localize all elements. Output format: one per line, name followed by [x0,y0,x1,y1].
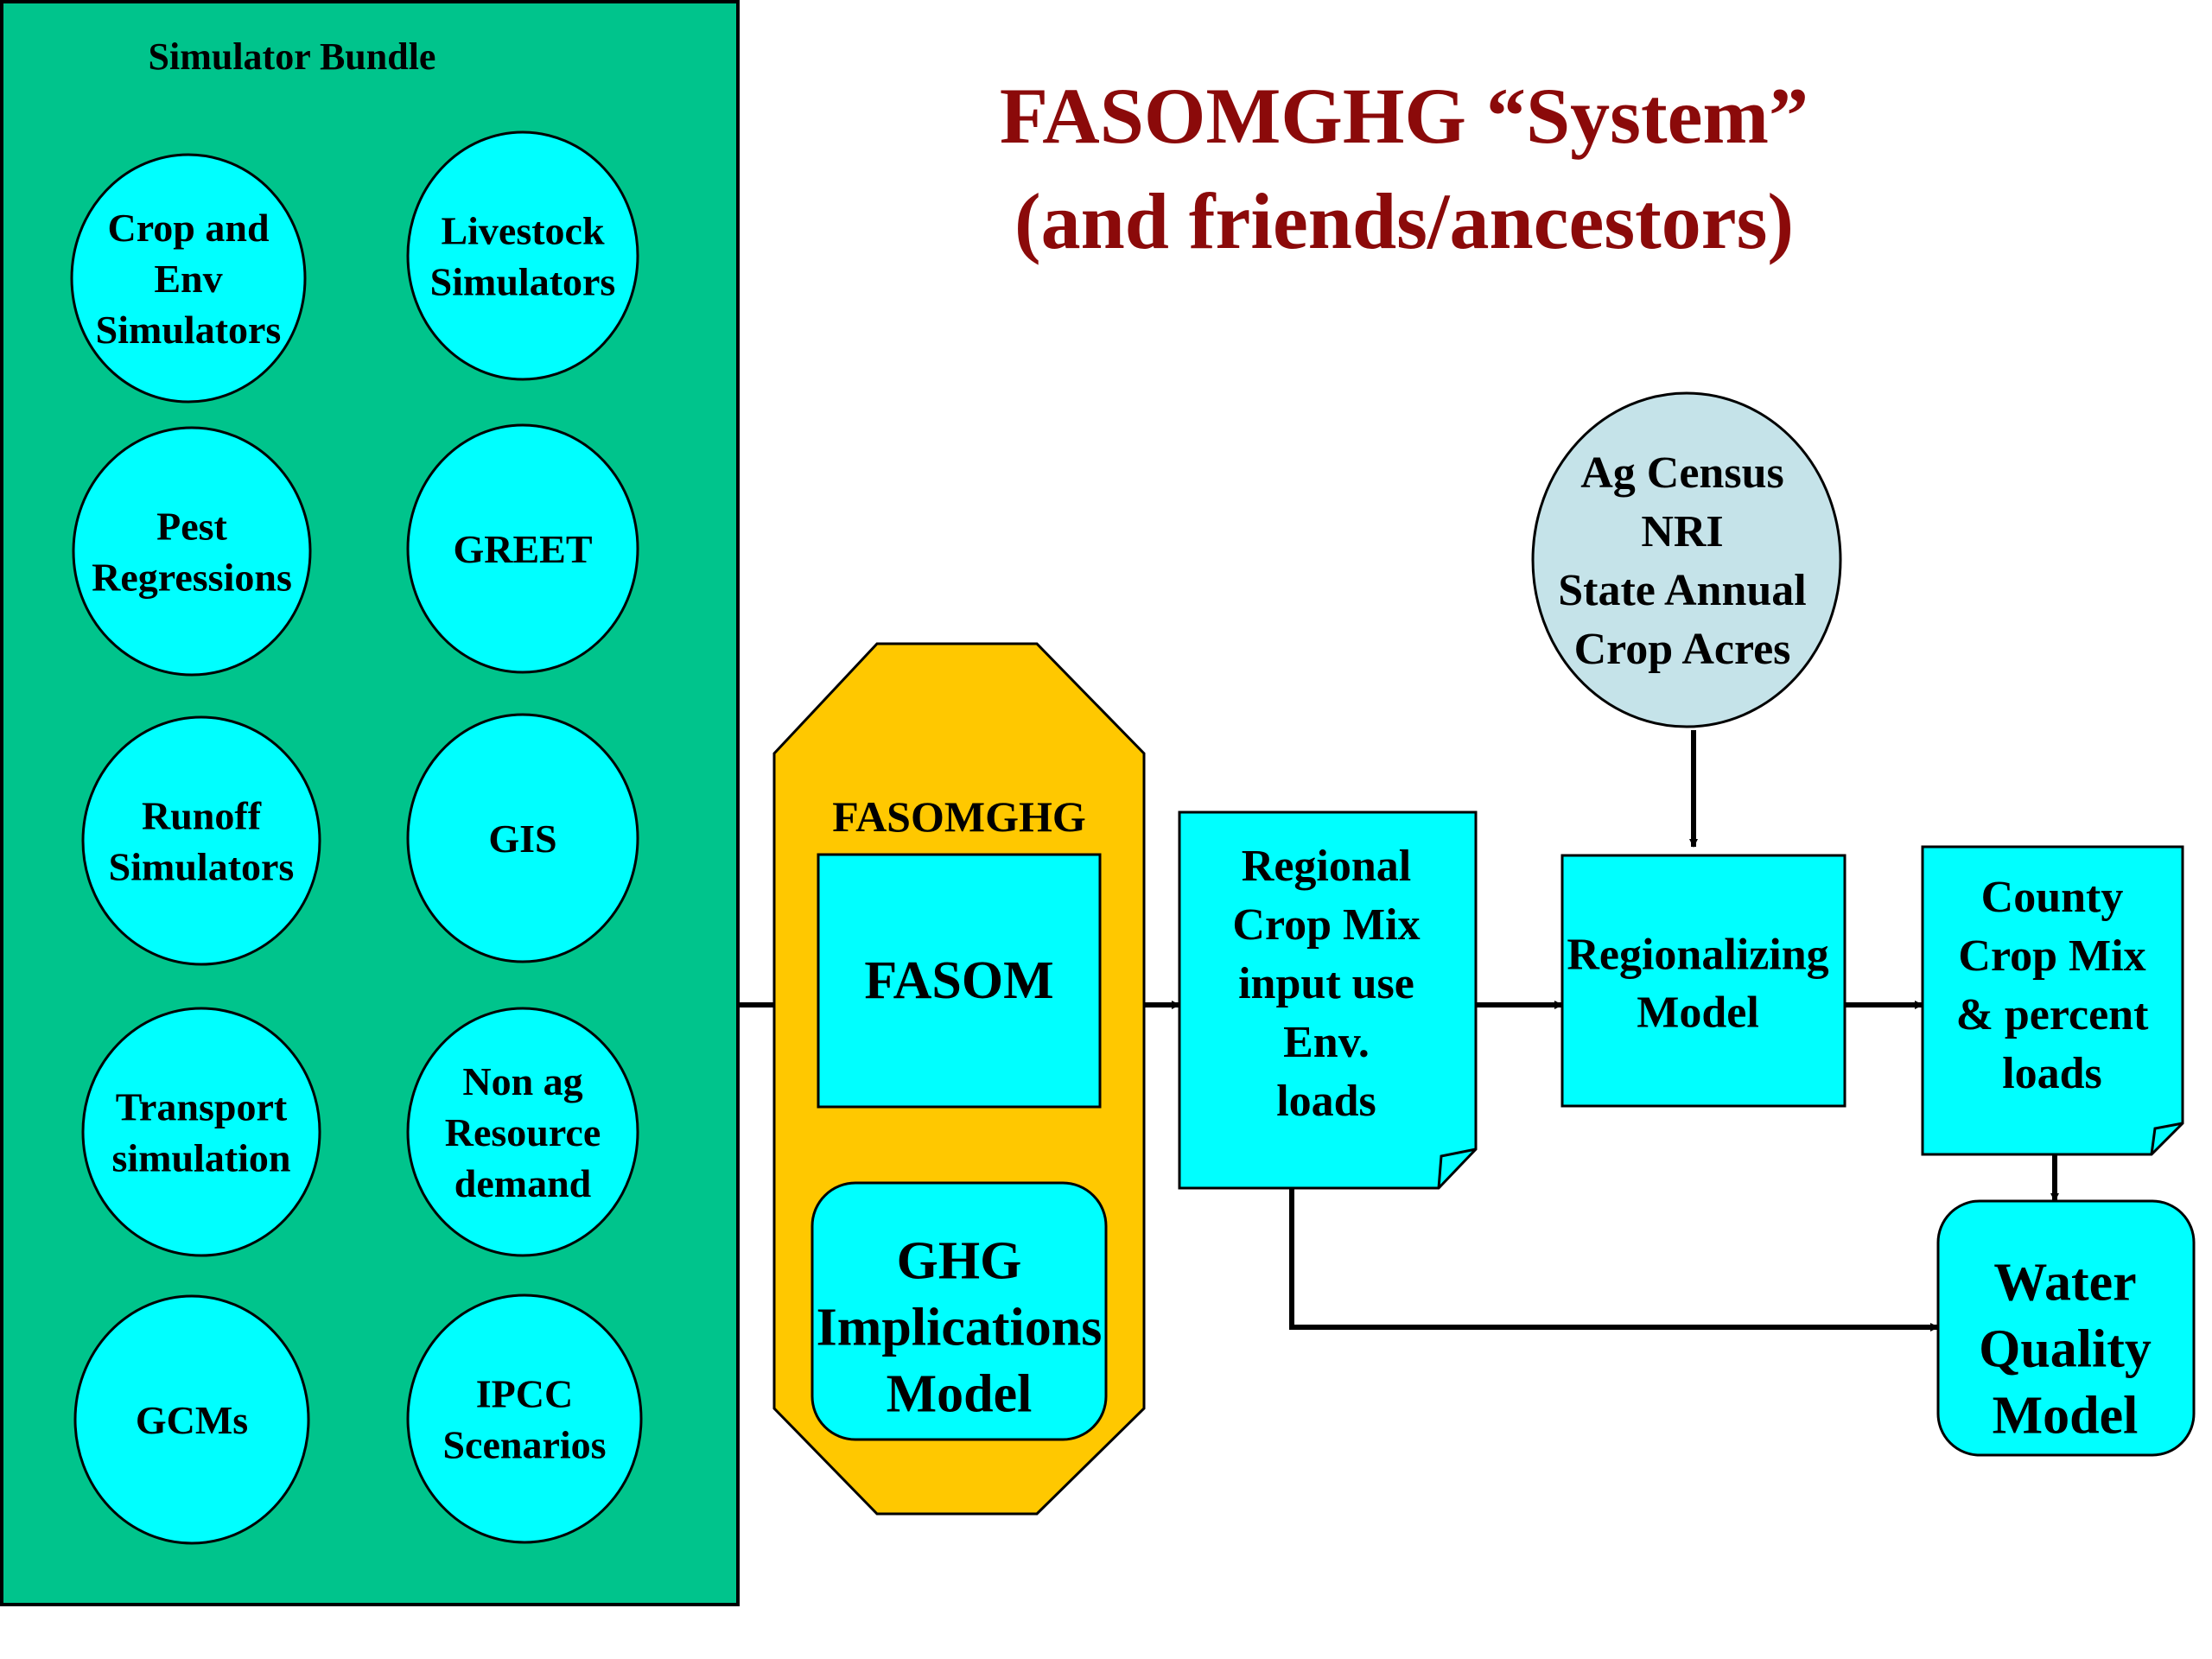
ghg-implications-model-box [810,1181,1108,1441]
water-quality-model-box [1936,1199,2196,1457]
regional-crop-mix-box [1178,810,1478,1190]
greet-label-line-1: GREET [453,527,592,571]
water-quality-model-label-line-1: Water [1993,1254,2136,1313]
ghg-label-line-3: Model [887,1365,1033,1424]
greet-node: GREET [406,423,639,674]
fasom-box [817,853,1102,1109]
county-crop-mix-label-line-2: Crop Mix [1958,931,2145,981]
transport-simulation-label-line-1: Transport [116,1085,288,1129]
arrow-regional-to-water [1289,1188,1939,1332]
transport-simulation-circle [81,1007,321,1257]
gcms-node: GCMs [73,1294,310,1545]
gis-label-line-1: GIS [488,817,556,861]
crop-env-simulators-label-line-1: Crop and [107,206,269,250]
non-ag-resource-demand-label-line-1: Non ag [462,1059,582,1103]
runoff-simulators-label-line-2: Simulators [109,845,295,889]
regional-crop-mix-label-line-5: loads [1276,1077,1376,1126]
county-crop-mix-label-line-1: County [1981,873,2124,922]
non-ag-resource-demand-label-line-2: Resource [445,1110,601,1154]
crop-env-simulators-label-line-2: Env [154,257,222,301]
regional-crop-mix-label-line-4: Env. [1283,1018,1370,1067]
greet-circle [406,423,639,674]
gcms-circle [73,1294,310,1545]
ag-census-label-line-4: Crop Acres [1574,625,1791,674]
pest-regressions-label-line-2: Regressions [92,556,292,600]
transport-simulation-node: Transport simulation [81,1007,321,1257]
ipcc-scenarios-node: IPCC Scenarios [406,1294,643,1544]
county-crop-mix-fold [2150,1122,2183,1155]
simulator-bundle: Simulator Bundle Crop andEnvSimulatorsLi… [0,0,740,1606]
ipcc-scenarios-label-line-1: IPCC [476,1372,573,1416]
regional-crop-mix-label-line-2: Crop Mix [1232,900,1420,950]
transport-simulation-label-line-2: simulation [111,1136,290,1180]
county-crop-mix-label-line-3: & percent [1956,990,2150,1039]
regional-crop-mix-fold [1437,1147,1477,1189]
non-ag-resource-demand-label-line-3: demand [454,1161,592,1205]
livestock-simulators-circle [406,130,639,381]
runoff-simulators-label-line-1: Runoff [142,794,262,838]
gis-circle [406,713,639,963]
water-quality-model-label-line-3: Model [1993,1387,2139,1446]
pest-regressions-circle [72,426,312,677]
ag-census-label-line-1: Ag Census [1580,448,1784,498]
fasom-label: FASOM [864,951,1053,1010]
crop-env-simulators-label-line-3: Simulators [96,308,282,352]
pest-regressions-label-line-1: Pest [156,505,227,549]
regionalizing-model-label-line-1: Regionalizing [1567,931,1828,980]
regionalizing-model-box [1560,854,1847,1108]
runoff-simulators-circle [81,715,321,966]
regionalizing-model-label-line-2: Model [1637,988,1759,1038]
livestock-simulators-label-line-1: Livestock [441,209,605,253]
fasomghg-label: FASOMGHG [832,792,1086,841]
simulator-bundle-label: Simulator Bundle [149,35,436,78]
ag-census-label-line-2: NRI [1641,507,1723,556]
page-title-line2: (and friends/ancestors) [1014,177,1794,265]
ag-census-label-line-3: State Annual [1558,566,1807,615]
livestock-simulators-label-line-2: Simulators [430,260,616,304]
ghg-label-line-2: Implications [817,1299,1103,1357]
county-crop-mix-label-line-4: loads [2002,1049,2102,1098]
regional-crop-mix-label-line-3: input use [1238,959,1414,1008]
regional-crop-mix-label-line-1: Regional [1242,842,1411,891]
gcms-label-line-1: GCMs [136,1398,248,1442]
non-ag-resource-demand-circle [406,1007,639,1257]
county-crop-mix-box [1921,845,2184,1156]
ghg-label-line-1: GHG [897,1232,1022,1291]
page-title-line1: FASOMGHG “System” [1000,72,1808,160]
gis-node: GIS [406,713,639,963]
ipcc-scenarios-label-line-2: Scenarios [442,1423,606,1467]
ipcc-scenarios-circle [406,1294,643,1544]
ag-census-circle [1531,391,1842,728]
non-ag-resource-demand-node: Non ag Resource demand [406,1007,639,1257]
crop-env-simulators-circle [70,153,307,404]
water-quality-model-label-line-2: Quality [1979,1320,2152,1379]
